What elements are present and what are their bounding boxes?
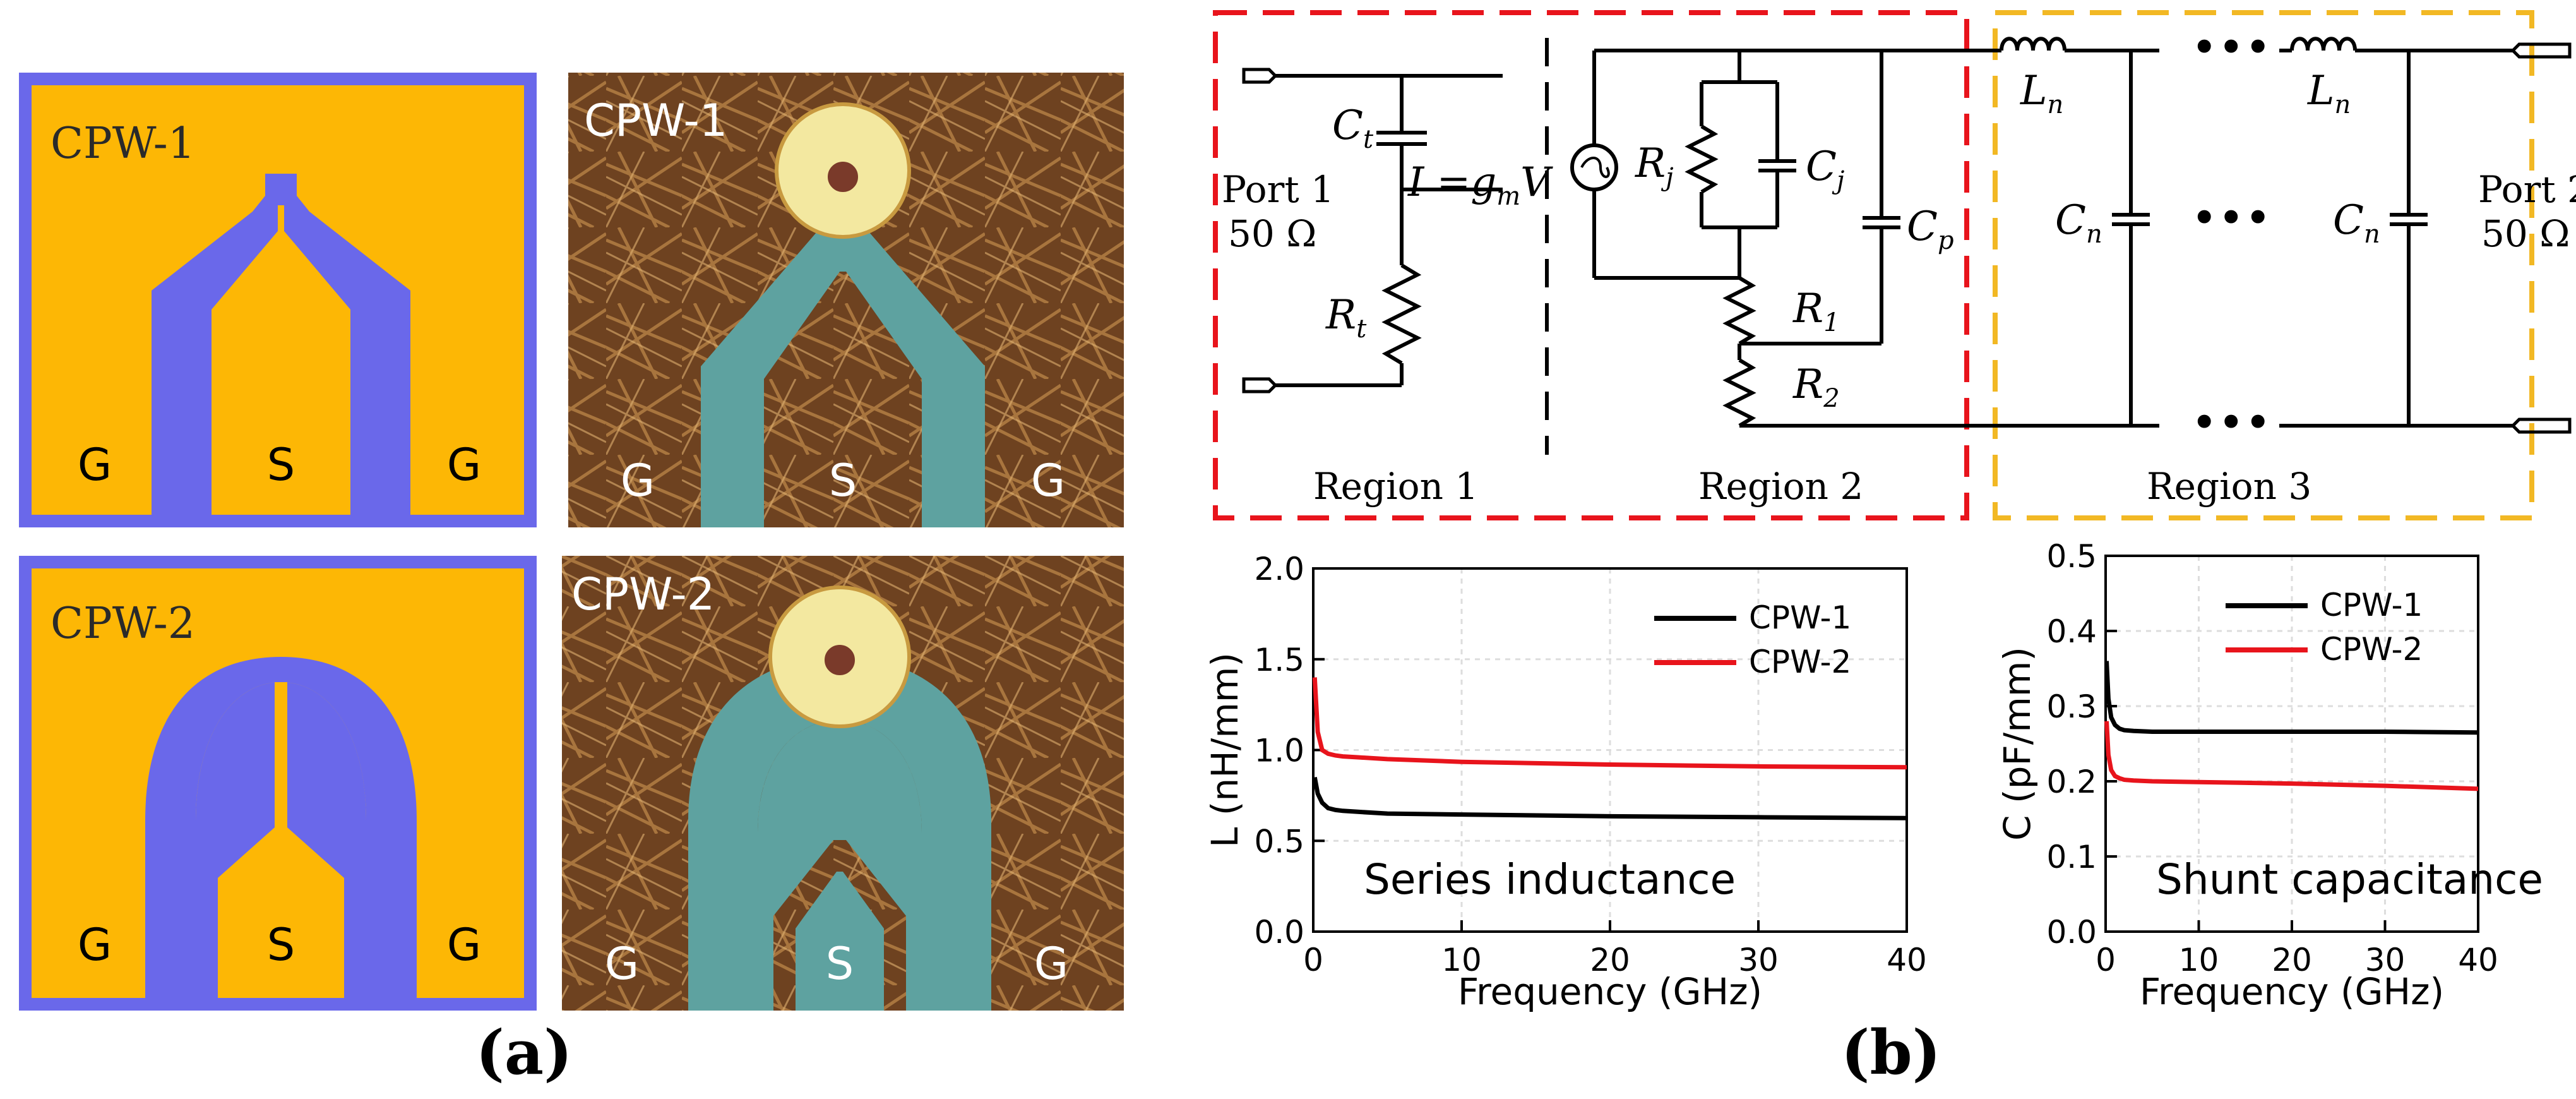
x-tick-label: 40 [1887, 942, 1927, 978]
ln-label-2: Ln [2307, 68, 2351, 119]
y-axis-label: L (nH/mm) [1203, 652, 1246, 848]
y-tick-label: 0.0 [2046, 914, 2097, 951]
cpw1-photo-label-g1: G [621, 455, 655, 507]
cpw1-signal [218, 205, 344, 515]
r2-resistor [1722, 358, 1756, 428]
cpw2-signal [218, 682, 344, 998]
cpw1-photo-label-s: S [829, 455, 857, 507]
cpw2-layout-label-s: S [267, 919, 295, 971]
y-tick-label: 2.0 [1254, 551, 1304, 587]
cpw2-layout-title: CPW-2 [51, 599, 195, 649]
cpw2-gap [145, 657, 417, 998]
cpw2-photo: CPW-2 G S G [562, 556, 1124, 1011]
circuit-diagram [1213, 10, 2572, 520]
region2-label: Region 2 [1698, 465, 1863, 508]
y-tick-label: 0.5 [2046, 538, 2097, 575]
dots-top: ••• [2191, 21, 2271, 74]
ln-label-1: Ln [2020, 68, 2063, 119]
ct-label: Ct [1332, 102, 1374, 154]
x-tick-label: 0 [2096, 942, 2116, 978]
port2-impedance: 50 Ω [2481, 212, 2570, 255]
cpw1-photo-label-g2: G [1031, 455, 1065, 507]
cp-label: Cp [1907, 203, 1954, 255]
series-line-cpw-2 [2104, 721, 2479, 791]
rt-resistor [1381, 263, 1422, 365]
circuit-labels: Port 1 50 Ω Port 2 50 Ω Region 1 Region … [1222, 21, 2576, 508]
legend-label-cpw-1: CPW-1 [2320, 587, 2423, 623]
rj-label: Rj [1635, 140, 1674, 192]
x-tick-label: 10 [1441, 942, 1482, 978]
series-line-cpw-1 [2104, 661, 2479, 735]
y-axis-label: C (pF/mm) [1996, 647, 2039, 841]
x-tick-label: 40 [2458, 942, 2498, 978]
cpw1-layout-title: CPW-1 [51, 119, 195, 169]
y-tick-label: 0.5 [1254, 823, 1304, 860]
cj-label: Cj [1806, 143, 1844, 195]
dots-bottom: ••• [2191, 396, 2271, 449]
cn-label-2: Cn [2333, 197, 2380, 249]
y-tick-label: 0.0 [1254, 914, 1304, 951]
y-tick-label: 0.2 [2046, 764, 2097, 800]
r1-resistor [1722, 276, 1756, 345]
r1-label: R1 [1792, 285, 1840, 337]
r2-label: R2 [1792, 361, 1840, 413]
chart-annotation: Shunt capacitance [2156, 855, 2543, 904]
legend-label-cpw-1: CPW-1 [1749, 599, 1851, 636]
cpw2-photo-label-s: S [826, 938, 854, 990]
x-tick-label: 20 [1590, 942, 1630, 978]
region3-box [1993, 10, 2534, 520]
cpw2-photo-label-g1: G [605, 938, 639, 990]
panel-a-caption: (a) [475, 1017, 572, 1088]
series-line-cpw-2 [1312, 677, 1907, 770]
region12-box [1213, 10, 1969, 520]
legend-label-cpw-2: CPW-2 [1749, 644, 1851, 680]
cn-label-1: Cn [2055, 197, 2102, 249]
cpw1-photo-title: CPW-1 [584, 95, 727, 147]
port1-label: Port 1 [1222, 168, 1334, 211]
y-tick-label: 0.4 [2046, 613, 2097, 650]
port1-impedance: 50 Ω [1228, 212, 1316, 255]
rt-label: Rt [1325, 292, 1367, 344]
cpw1-layout-label-g1: G [78, 439, 112, 491]
rj-resistor [1685, 124, 1719, 194]
ln-inductor-1 [2000, 37, 2066, 51]
y-tick-label: 0.1 [2046, 839, 2097, 875]
region1-label: Region 1 [1313, 465, 1478, 508]
x-tick-label: 20 [2272, 942, 2312, 978]
y-tick-label: 1.5 [1254, 642, 1304, 678]
y-tick-label: 1.0 [1254, 733, 1304, 769]
source-label: I =gmV [1407, 159, 1553, 211]
y-tick-label: 0.3 [2046, 688, 2097, 725]
x-tick-label: 30 [2365, 942, 2406, 978]
port2-label: Port 2 [2478, 168, 2576, 211]
cpw1-layout-label-g2: G [447, 439, 481, 491]
cpw2-layout-label-g1: G [78, 919, 112, 971]
current-source-icon [1570, 143, 1618, 191]
cpw2-photo-label-g2: G [1034, 938, 1068, 990]
x-axis-label: Frequency (GHz) [1458, 970, 1762, 1013]
panel-b-caption: (b) [1841, 1017, 1941, 1088]
cpw2-photo-title: CPW-2 [571, 568, 715, 620]
cpw1-layout: CPW-1 G S G [19, 73, 537, 527]
panel-a: CPW-1 G S G CPW-2 G S G CPW-1 G S [19, 73, 1124, 1088]
legend-label-cpw-2: CPW-2 [2320, 631, 2423, 668]
dots-middle: ••• [2191, 191, 2271, 244]
ln-inductor-2 [2290, 37, 2357, 51]
x-tick-label: 10 [2179, 942, 2219, 978]
cpw1-gap [152, 174, 410, 515]
x-axis-label: Frequency (GHz) [2140, 970, 2444, 1013]
x-tick-label: 30 [1738, 942, 1779, 978]
cpw1-layout-label-s: S [267, 439, 295, 491]
series-line-cpw-1 [1312, 776, 1907, 820]
x-tick-label: 0 [1303, 942, 1323, 978]
cpw2-layout: CPW-2 G S G [19, 556, 537, 1011]
cpw1-photo: CPW-1 G S G [568, 73, 1124, 527]
cpw2-layout-label-g2: G [447, 919, 481, 971]
chart-annotation: Series inductance [1364, 855, 1736, 904]
region3-label: Region 3 [2147, 465, 2311, 508]
